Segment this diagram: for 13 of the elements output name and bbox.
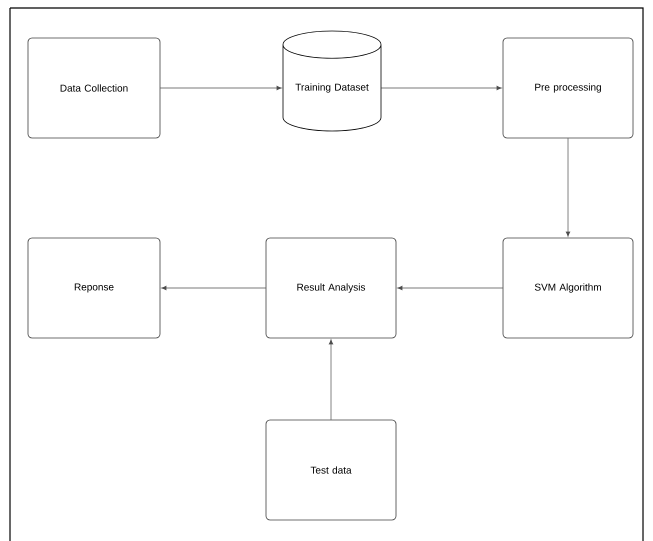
process-box: Result Analysis <box>266 238 396 338</box>
database-cylinder: Training Dataset <box>282 30 382 132</box>
process-box: Data Collection <box>28 38 160 138</box>
process-box: SVM Algorithm <box>502 238 634 338</box>
process-box: Test data <box>266 420 396 520</box>
arrow <box>566 138 570 237</box>
process-box: Pre processing <box>502 38 634 138</box>
arrow <box>161 286 266 290</box>
arrow <box>381 86 502 90</box>
process-box: Reponse <box>28 238 160 338</box>
arrow <box>328 339 334 420</box>
arrow <box>397 286 503 290</box>
arrow <box>160 86 282 90</box>
